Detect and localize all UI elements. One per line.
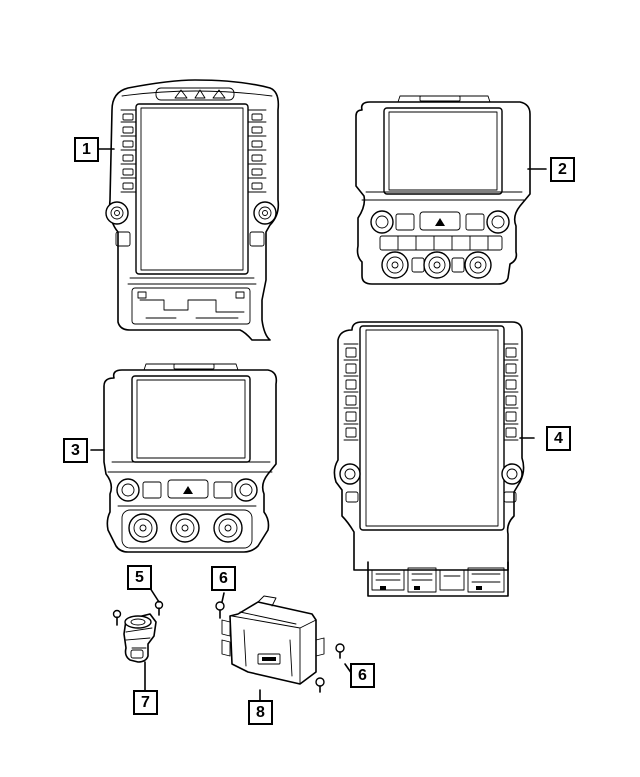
callout-7: 7 [133, 690, 158, 715]
callout-8: 8 [248, 700, 273, 725]
part-5-screw-right [154, 600, 164, 616]
callout-2: 2 [550, 157, 575, 182]
part-6-screw-top [215, 601, 225, 619]
part-1-vertical-radio-bezel [105, 79, 280, 341]
part-5-screw-left [112, 609, 122, 626]
part-6-screw-lower [315, 677, 325, 693]
callout-6-right: 6 [350, 663, 375, 688]
part-8-control-module [221, 595, 325, 685]
part-7-sensor [123, 613, 157, 663]
callout-5: 5 [127, 565, 152, 590]
callout-3: 3 [63, 438, 88, 463]
callout-4: 4 [546, 426, 571, 451]
part-3-radio-bezel [103, 363, 278, 553]
callout-6-top: 6 [211, 566, 236, 591]
callout-1: 1 [74, 137, 99, 162]
part-2-radio-8-4 [355, 95, 531, 285]
part-4-vertical-radio [333, 321, 525, 597]
part-6-screw-right [335, 643, 345, 659]
